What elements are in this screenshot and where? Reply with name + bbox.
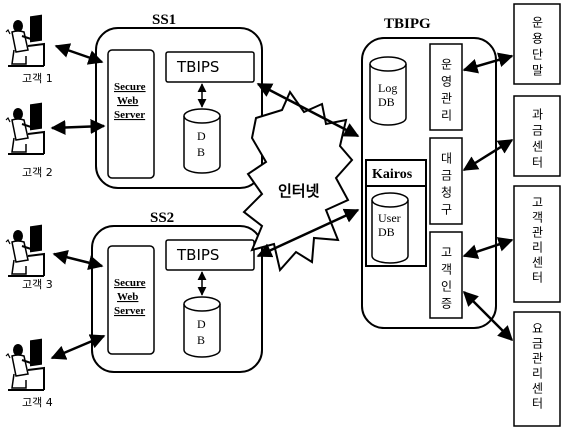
ss2-boundary	[91, 225, 263, 373]
user-db-line1: User	[378, 211, 401, 225]
customer-2-icon	[5, 101, 45, 155]
arrow-c4-ss2	[50, 334, 106, 360]
arrow-c1-ss1	[54, 43, 104, 65]
arrow-ops-terminal	[462, 52, 514, 74]
ss2-web-server-line3: Server	[114, 305, 145, 317]
customer-4-icon	[5, 337, 45, 391]
center-fee-management: 요금관리센터	[513, 311, 561, 427]
arrow-c3-ss2	[52, 249, 104, 271]
customer-2-label: 고객 2	[22, 166, 53, 179]
customer-4-label: 고객 4	[22, 396, 53, 409]
center-terminal-label: 운용단말	[530, 16, 544, 80]
ss2-db-line1: D	[197, 317, 206, 331]
customer-1-label: 고객 1	[22, 72, 53, 85]
module-authentication	[429, 231, 463, 319]
ss1-tbips-label: TBIPS	[176, 58, 219, 76]
tbipg-title: TBIPG	[384, 16, 431, 32]
ss1-db-line2: B	[197, 145, 205, 159]
center-fee-management-label: 요금관리센터	[530, 322, 544, 412]
ss2-web-server	[107, 245, 155, 355]
customer-3: 고객 3	[5, 223, 53, 291]
internet-label: 인터넷	[278, 182, 320, 200]
ss1-web-server	[107, 49, 155, 179]
center-customer-management: 고객관리센터	[513, 185, 561, 303]
customer-4: 고객 4	[5, 337, 53, 409]
module-billing-label: 대금청구	[439, 152, 453, 220]
center-customer-management-label: 고객관리센터	[530, 196, 544, 286]
arrow-ss2-tbipg	[256, 208, 360, 258]
center-billing: 과금센터	[513, 95, 561, 177]
ss1-db: D B	[183, 108, 221, 174]
kairos-container	[365, 185, 427, 267]
center-billing-label: 과금센터	[530, 108, 544, 172]
user-db: User DB	[371, 192, 409, 264]
ss2-tbips	[165, 239, 255, 271]
customer-2: 고객 2	[5, 101, 53, 179]
center-terminal: 운용단말	[513, 3, 561, 85]
ss2-db: D B	[183, 296, 221, 358]
ss1-group: SS1 Secure Web Server TBIPS D B	[95, 12, 263, 189]
module-billing	[429, 137, 463, 225]
log-db-line2: DB	[378, 95, 395, 109]
ss1-web-server-line2: Web	[117, 95, 138, 107]
internet-cloud: 인터넷	[242, 89, 354, 273]
customer-3-icon	[5, 223, 45, 277]
customer-1-icon	[5, 13, 45, 68]
ss1-db-line1: D	[197, 129, 206, 143]
ss2-title: SS2	[150, 210, 174, 226]
module-operations-label: 운영관리	[439, 58, 453, 126]
arrow-ss1-tbipg	[256, 82, 360, 138]
log-db-line1: Log	[378, 81, 397, 95]
ss2-tbips-label: TBIPS	[176, 246, 219, 264]
kairos-label: Kairos	[372, 167, 413, 182]
customer-1: 고객 1	[5, 13, 53, 85]
ss2-web-server-line2: Web	[117, 291, 138, 303]
ss1-title: SS1	[152, 12, 176, 28]
log-db: Log DB	[369, 56, 407, 126]
ss1-web-server-line1: Secure	[114, 81, 146, 93]
customer-3-label: 고객 3	[22, 278, 53, 291]
tbipg-group: TBIPG Log DB Kairos User DB 운영관리 대금청구 고객…	[361, 16, 497, 329]
tbipg-boundary	[361, 37, 497, 329]
ss2-group: SS2 Secure Web Server TBIPS D B	[91, 210, 263, 373]
ss1-web-server-line3: Server	[114, 109, 145, 121]
module-authentication-label: 고객인증	[439, 246, 453, 314]
arrow-auth-customer-center	[462, 237, 514, 259]
user-db-line2: DB	[378, 225, 395, 239]
arrow-auth-fee-center	[462, 290, 514, 342]
ss2-db-line2: B	[197, 333, 205, 347]
arrow-billing-center	[462, 138, 514, 172]
ss2-web-server-line1: Secure	[114, 277, 146, 289]
module-operations	[429, 43, 463, 131]
ss1-tbips	[165, 51, 255, 83]
